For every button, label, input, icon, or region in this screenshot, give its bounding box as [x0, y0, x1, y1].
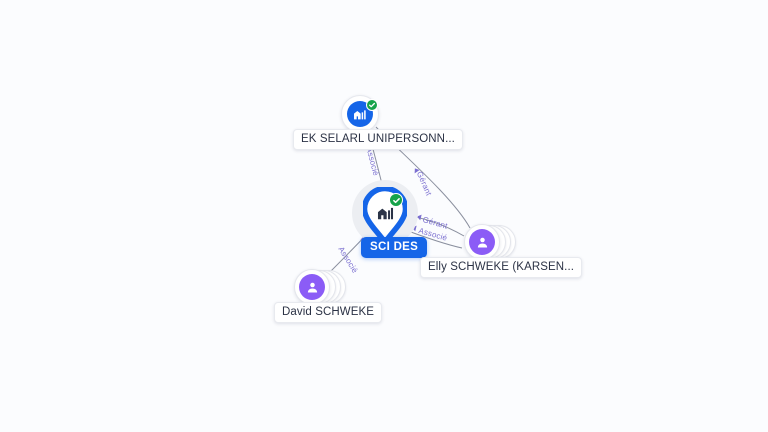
avatar [294, 269, 330, 305]
company-building-icon [347, 101, 373, 127]
node-label-ek-selarl[interactable]: EK SELARL UNIPERSONN... [293, 129, 463, 150]
person-avatar-icon [299, 274, 325, 300]
node-label-sci-des[interactable]: SCI DES [361, 237, 428, 258]
company-building-icon [375, 202, 395, 222]
verified-check-icon [389, 193, 403, 207]
person-avatar-icon [469, 229, 495, 255]
node-label-elly-schweke[interactable]: Elly SCHWEKE (KARSEN... [420, 257, 583, 278]
node-label-david-schweke[interactable]: David SCHWEKE [274, 302, 383, 323]
verified-check-icon [366, 99, 378, 111]
avatar [464, 224, 500, 260]
